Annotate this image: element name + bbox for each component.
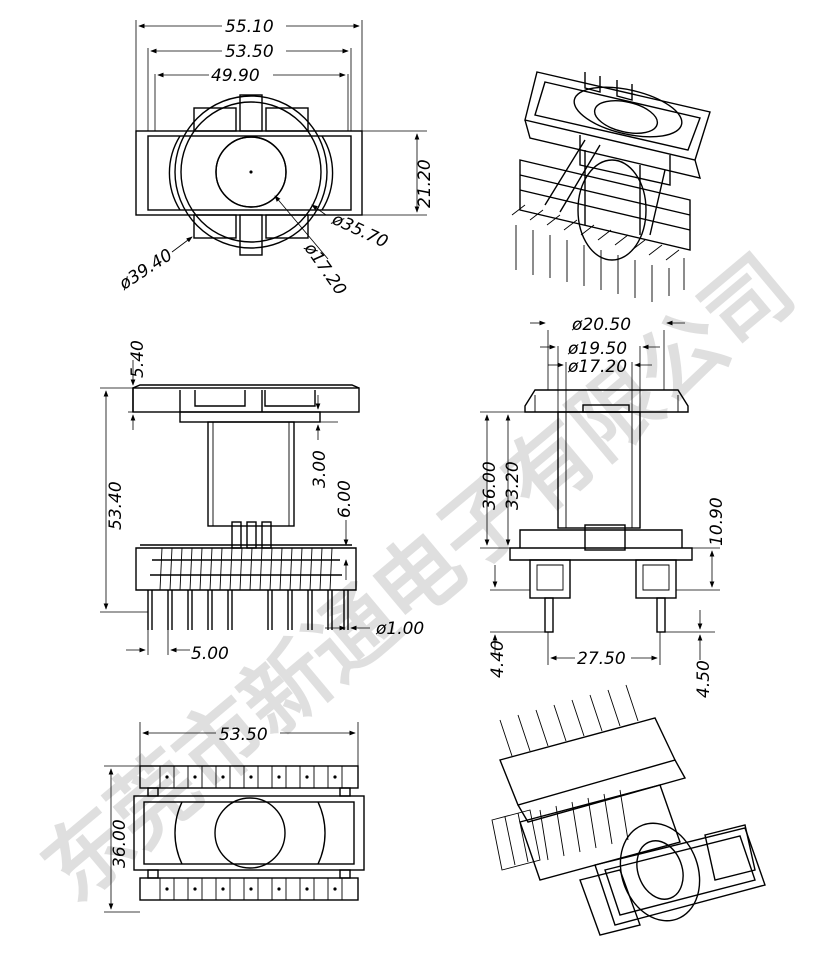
dim-front-pin-length-right: 4.50 [694,660,714,698]
dim-front-pin-span: 27.50 [577,649,626,669]
isometric-view-top [511,71,711,302]
isometric-view-bottom [491,684,766,936]
dim-front-pin-length-left: 4.40 [488,640,508,678]
top-iso-pins [511,204,685,302]
dim-overall-width: 55.10 [225,17,274,37]
dim-outer-diameter: ø39.40 [115,245,176,294]
bottom-view: 53.50 36.00 [104,722,365,913]
dim-pin-step: 6.00 [335,480,355,518]
dim-core-diameter: ø17.20 [299,239,350,300]
dim-inner-width: 49.90 [211,66,260,86]
bottom-iso-top-pins [499,684,639,757]
dim-pin-pitch: 5.00 [191,644,229,664]
bottom-iso-mid-pins [491,789,629,871]
dim-front-base-height: 10.90 [707,497,727,546]
front-view: ø20.50 ø19.50 ø17.20 36.00 33.20 10.90 2… [480,315,727,698]
dim-bottom-depth: 36.00 [110,819,130,868]
side-pins [147,590,349,630]
dim-pin-diameter: ø1.00 [375,619,424,639]
side-pin-fins [159,547,333,591]
dim-gap: 3.00 [310,450,330,488]
dim-front-d2: ø19.50 [567,339,627,359]
dim-total-height: 53.40 [106,481,126,530]
dim-front-height-inner: 33.20 [503,461,523,510]
dim-height: 21.20 [415,159,435,208]
dim-flange-thickness: 5.40 [128,340,148,378]
side-view: 53.40 5.40 3.00 6.00 5.00 ø1.00 [100,340,424,664]
dim-front-d3: ø17.20 [567,357,627,377]
dim-bottom-width: 53.50 [219,725,268,745]
bottom-pin-slots-bottom [159,878,343,900]
watermark: 东莞市新通电子有限公司 [24,236,813,921]
dim-front-height-outer: 36.00 [480,461,500,510]
top-view: 55.10 53.50 49.90 21.20 ø39.40 ø35.70 ø1… [115,16,435,299]
dim-flange-width: 53.50 [225,42,274,62]
dim-front-d1: ø20.50 [571,315,631,335]
bottom-pin-slots-top [159,766,343,788]
